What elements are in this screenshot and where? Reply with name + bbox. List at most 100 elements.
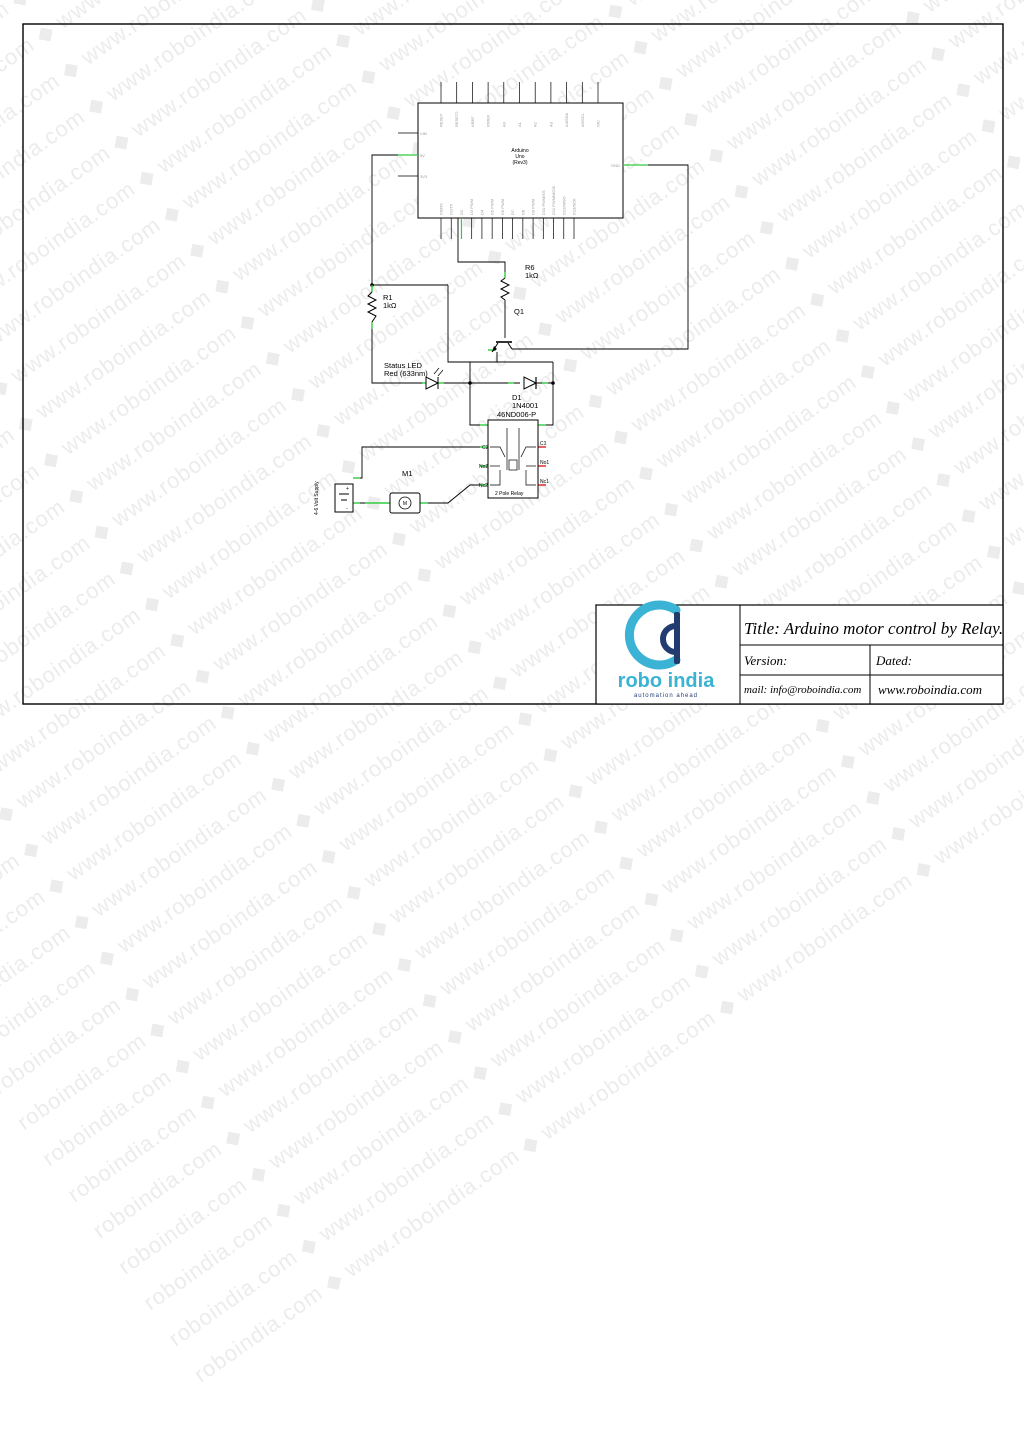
relay-caption: 2 Pole Relay (495, 491, 524, 497)
mail-label: mail: info@roboindia.com (744, 684, 861, 696)
relay-pin-c2: C2 (482, 445, 489, 451)
relay-pin-nc2: Nc2 (479, 483, 488, 489)
relay-contact (520, 446, 536, 458)
dated-label: Dated: (875, 653, 912, 668)
supply-plus: + (346, 486, 349, 492)
supply-label: 4-6 Volt Supply (314, 481, 320, 515)
arduino-pin-label: AREF (470, 116, 475, 127)
logo-wordmark: robo india (618, 670, 716, 692)
resistor-r6: R6 1kΩ (499, 263, 539, 301)
red-stubs (538, 446, 546, 486)
relay-2-pole: 46ND006-P 2 Pole Relay C2 No2 Nc2 C1 No1… (479, 410, 549, 499)
led-triangle (425, 376, 440, 390)
arduino-pin-label: D3 PWM (469, 199, 474, 215)
arduino-pin-label: D12/MISO (561, 196, 566, 215)
resistor-r6-zigzag (499, 277, 511, 301)
wire-relay-supply (353, 446, 488, 479)
wire-d2-r6 (457, 218, 506, 275)
wire-relay-coil-1 (469, 362, 488, 426)
arduino-pin-label: N/C (596, 120, 601, 127)
arduino-pin-label: D10 PWM/SS (541, 190, 546, 215)
logo-bar-icon (674, 612, 680, 664)
wire-5v (371, 154, 398, 290)
wire-relay-coil-2 (538, 362, 554, 426)
arduino-pin-label: IOREF (486, 114, 491, 127)
arduino-pin-label: D11 PWM/MOSI (551, 186, 556, 215)
led-ray (433, 367, 440, 375)
title-block-frame (595, 604, 1004, 705)
arduino-pin-label: A0 (501, 121, 506, 127)
relay-pin-nc1: Nc1 (540, 479, 549, 485)
title-block: Title: Arduino motor control by Relay. V… (595, 600, 1004, 705)
q1-arrow (492, 346, 497, 352)
arduino-pin-label: D5 PWM (490, 199, 495, 215)
relay-body (487, 419, 539, 499)
resistor-r1-zigzag (366, 291, 378, 323)
arduino-pin-label: D4 (479, 209, 484, 215)
arduino-pin-label: A5/SCL (580, 112, 585, 127)
wire-r1-led (371, 325, 422, 384)
arduino-pin-label: A1 (517, 121, 522, 127)
wire-relay-motor (420, 484, 488, 504)
relay-contact (490, 470, 501, 486)
logo-arc-icon (624, 600, 681, 670)
arduino-pin-label: RESET2 (454, 111, 459, 127)
pin-label-3v3: 3V3 (420, 174, 428, 179)
relay-contact (490, 446, 506, 458)
arduino-pin-label: D2 (459, 209, 464, 215)
arduino-pin-label: A3 (548, 121, 553, 127)
resistor-r1: R1 1kΩ (366, 291, 397, 323)
diode-d1: D1 1N4001 (512, 376, 538, 410)
pin-label-gnd: GND (611, 163, 620, 168)
wire-q1-left (447, 285, 498, 363)
led-ray (437, 369, 444, 377)
transistor-q1: Q1 (491, 307, 524, 353)
motor-ref: M1 (402, 469, 412, 478)
arduino-pin-label: D6 PWM (500, 199, 505, 215)
connection-stubs (353, 272, 548, 504)
logo-arc-icon (660, 623, 679, 655)
motor-m1: M M1 (389, 469, 421, 514)
arduino-pin-label: D8 (520, 209, 525, 215)
supply-body (334, 483, 354, 513)
pin-label-5v: 5V (420, 153, 425, 158)
relay-coil (508, 459, 518, 471)
q1-ref: Q1 (514, 307, 524, 316)
relay-pin-no2: No2 (479, 464, 488, 470)
junction-dot (468, 381, 472, 385)
drawing-title: Title: Arduino motor control by Relay. (744, 619, 1003, 638)
website-label: www.roboindia.com (878, 682, 982, 697)
relay-internals (490, 428, 536, 486)
sheet-border (22, 23, 1004, 705)
relay-pin-no1: No1 (540, 460, 549, 466)
relay-part: 46ND006-P (497, 410, 536, 419)
arduino-rev: (Rev3) (512, 160, 527, 166)
arduino-pin-label: D9 PWM (531, 199, 536, 215)
arduino-body (417, 102, 624, 219)
motor-symbol: M (403, 501, 407, 507)
led-label-2: Red (633nm) (384, 369, 428, 378)
arduino-pin-label: A4/SDA (564, 112, 569, 127)
version-label: Version: (744, 653, 787, 668)
status-led: Status LED Red (633nm) (384, 361, 444, 390)
power-supply: + - 4-6 Volt Supply (314, 481, 354, 515)
arduino-model: Uno (515, 154, 524, 160)
d1-triangle (523, 376, 538, 390)
led-label-1: Status LED (384, 361, 423, 370)
arduino-pin-label: D1/TX (449, 203, 454, 215)
supply-minus: - (346, 506, 348, 512)
q1-collector (507, 342, 513, 350)
r1-ref: R1 (383, 293, 393, 302)
d1-value: 1N4001 (512, 401, 538, 410)
motor-icon (398, 496, 412, 510)
junction-dot (551, 381, 555, 385)
r6-value: 1kΩ (525, 271, 539, 280)
arduino-name: Arduino (511, 148, 528, 154)
r1-value: 1kΩ (383, 301, 397, 310)
logo-tagline: automation ahead (634, 693, 698, 699)
arduino-pin-label: RESET (439, 113, 444, 127)
pin-label-vin: VIN (420, 131, 427, 136)
